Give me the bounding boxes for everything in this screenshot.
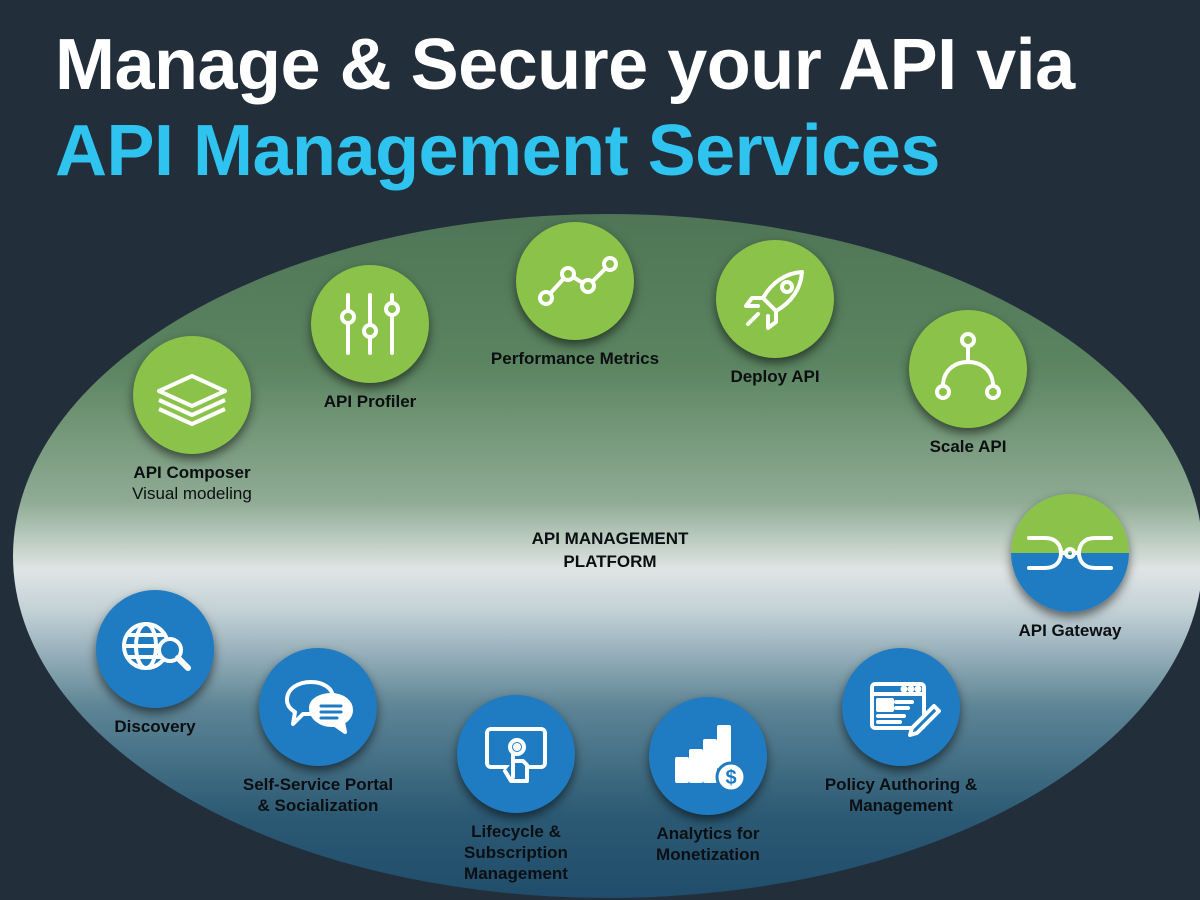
platform-label: API MANAGEMENT PLATFORM	[531, 529, 689, 571]
service-sublabel: Visual modeling	[132, 484, 252, 503]
service-deploy-api[interactable]: Deploy API	[660, 240, 890, 387]
sliders-icon	[311, 265, 429, 383]
service-label: Discovery	[114, 717, 196, 736]
page-title: Manage & Secure your API via API Managem…	[55, 22, 1075, 194]
globe-search-icon	[96, 590, 214, 708]
chat-bubbles-icon	[259, 648, 377, 766]
svg-text:$: $	[725, 767, 736, 789]
service-label: API Profiler	[323, 392, 417, 411]
service-lifecycle-subscription[interactable]: Lifecycle & Subscription Management	[401, 695, 631, 884]
service-label: API Composer	[133, 463, 251, 482]
service-api-profiler[interactable]: API Profiler	[255, 265, 485, 412]
layers-icon	[133, 336, 251, 454]
gateway-icon	[1011, 494, 1129, 612]
service-label: Analytics for Monetization	[656, 824, 760, 864]
service-label: Policy Authoring & Management	[824, 775, 978, 815]
service-label: API Gateway	[1018, 621, 1122, 640]
browser-edit-icon	[842, 648, 960, 766]
service-performance-metrics[interactable]: Performance Metrics	[460, 222, 690, 369]
service-policy-authoring[interactable]: Policy Authoring & Management	[786, 648, 1016, 816]
service-label: Scale API	[929, 437, 1007, 456]
line-metrics-icon	[516, 222, 634, 340]
service-label: Performance Metrics	[490, 349, 660, 368]
service-discovery[interactable]: Discovery	[40, 590, 270, 737]
title-line-1: Manage & Secure your API via	[55, 25, 1075, 105]
service-api-composer[interactable]: API Composer Visual modeling	[77, 336, 307, 504]
touch-screen-icon	[457, 695, 575, 813]
title-line-2: API Management Services	[55, 111, 940, 191]
service-api-gateway[interactable]: API Gateway	[955, 494, 1185, 641]
service-scale-api[interactable]: Scale API	[853, 310, 1083, 457]
service-label: Deploy API	[730, 367, 820, 386]
service-analytics-monetization[interactable]: $ Analytics for Monetization	[593, 697, 823, 865]
service-self-service-portal[interactable]: Self-Service Portal & Socialization	[203, 648, 433, 816]
service-label: Lifecycle & Subscription Management	[464, 822, 568, 883]
bar-dollar-icon: $	[649, 697, 767, 815]
branch-icon	[909, 310, 1027, 428]
rocket-icon	[716, 240, 834, 358]
service-label: Self-Service Portal & Socialization	[242, 775, 394, 815]
